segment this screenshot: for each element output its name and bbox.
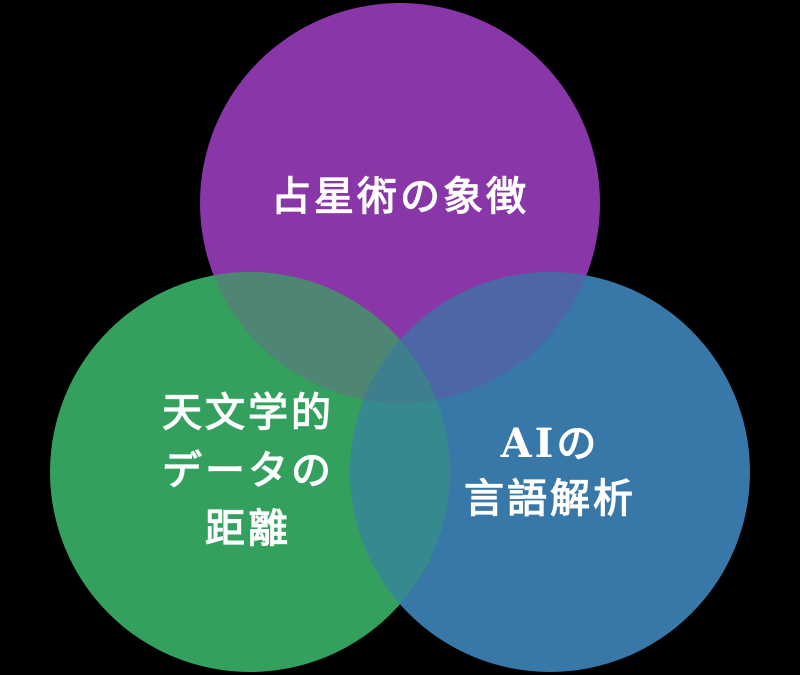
label-astronomy-line: 距離	[205, 505, 291, 552]
label-astronomy-line: データの	[162, 447, 334, 494]
label-ai-language-analysis: AIの 言語解析	[350, 416, 750, 526]
label-astronomy-line: 天文学的	[162, 389, 334, 436]
label-astrology-symbols: 占星術の象徴	[150, 168, 650, 226]
label-astronomical-data-distance: 天文学的 データの 距離	[48, 384, 448, 558]
overlap-astrology-ai	[350, 272, 600, 403]
label-ai-line: 言語解析	[464, 475, 636, 522]
overlap-astrology-astronomy	[200, 272, 450, 403]
label-ai-line: AIの	[500, 420, 600, 467]
label-astrology-line: 占星術の象徴	[271, 173, 529, 220]
